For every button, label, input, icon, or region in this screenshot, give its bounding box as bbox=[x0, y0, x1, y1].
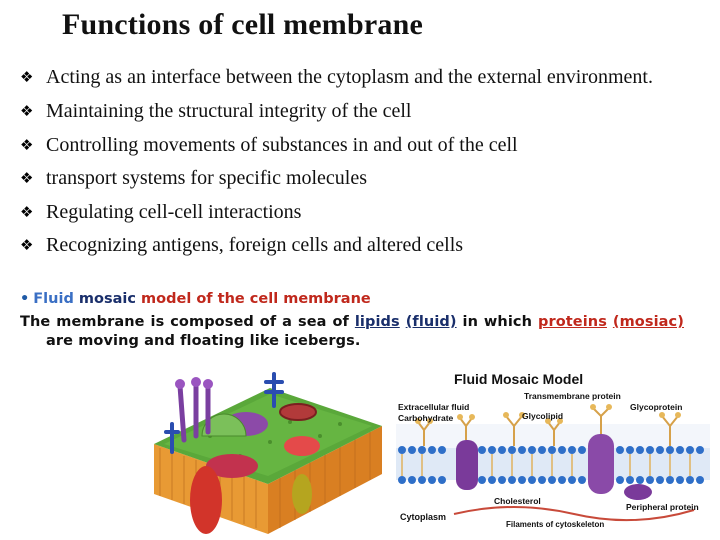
label-filaments: Filaments of cytoskeleton bbox=[506, 520, 604, 529]
protein-dome bbox=[201, 413, 247, 437]
protein-ring bbox=[279, 403, 317, 421]
list-item: ❖ Regulating cell-cell interactions bbox=[20, 196, 682, 230]
function-list: ❖ Acting as an interface between the cyt… bbox=[20, 62, 682, 263]
diamond-bullet-icon: ❖ bbox=[20, 202, 34, 221]
protein-red bbox=[284, 436, 320, 456]
diamond-bullet-icon: ❖ bbox=[20, 102, 34, 120]
page-title: Functions of cell membrane bbox=[62, 8, 423, 41]
transmembrane-protein-left bbox=[456, 440, 478, 490]
fluid-mosaic-diagram: Fluid Mosaic Model Transmembrane protein… bbox=[394, 364, 712, 536]
label-cytoplasm: Cytoplasm bbox=[400, 512, 446, 522]
label-peripheral: Peripheral protein bbox=[626, 502, 699, 512]
label-extracellular: Extracellular fluid bbox=[398, 402, 469, 412]
label-transmembrane: Transmembrane protein bbox=[524, 391, 621, 401]
diamond-bullet-icon: ❖ bbox=[20, 135, 34, 154]
phospholipid-bilayer bbox=[396, 446, 710, 484]
list-item: ❖ Acting as an interface between the cyt… bbox=[20, 66, 653, 88]
diamond-bullet-icon: ❖ bbox=[20, 236, 34, 254]
fluid-mosaic-heading: •Fluid mosaic model of the cell membrane bbox=[20, 291, 371, 307]
protein-oval-side bbox=[190, 466, 222, 534]
list-item: ❖ Maintaining the structural integrity o… bbox=[20, 95, 682, 129]
list-item: ❖ transport systems for specific molecul… bbox=[20, 162, 682, 196]
label-glycolipid: Glycolipid bbox=[522, 411, 563, 421]
membrane-3d-illustration bbox=[154, 372, 382, 534]
fluid-mosaic-description: The membrane is composed of a sea of lip… bbox=[20, 314, 684, 349]
list-item: ❖ Controlling movements of substances in… bbox=[20, 129, 682, 163]
cytoskeleton-filament bbox=[453, 506, 695, 522]
diamond-bullet-icon: ❖ bbox=[20, 169, 34, 187]
peripheral-protein bbox=[624, 484, 652, 500]
fluid-mosaic-section: •Fluid mosaic model of the cell membrane… bbox=[20, 290, 684, 351]
diamond-bullet-icon: ❖ bbox=[20, 68, 34, 86]
diagram-title: Fluid Mosaic Model bbox=[454, 371, 583, 387]
list-item: ❖ Recognizing antigens, foreign cells an… bbox=[20, 229, 682, 263]
label-carbohydrate: Carbohydrate bbox=[398, 413, 454, 423]
label-cholesterol: Cholesterol bbox=[494, 496, 541, 506]
transmembrane-protein bbox=[588, 434, 614, 494]
bullet-dot-icon: • bbox=[20, 291, 30, 307]
protein-pink bbox=[206, 454, 258, 478]
protein-yellow bbox=[292, 474, 312, 514]
label-glycoprotein: Glycoprotein bbox=[630, 402, 682, 412]
